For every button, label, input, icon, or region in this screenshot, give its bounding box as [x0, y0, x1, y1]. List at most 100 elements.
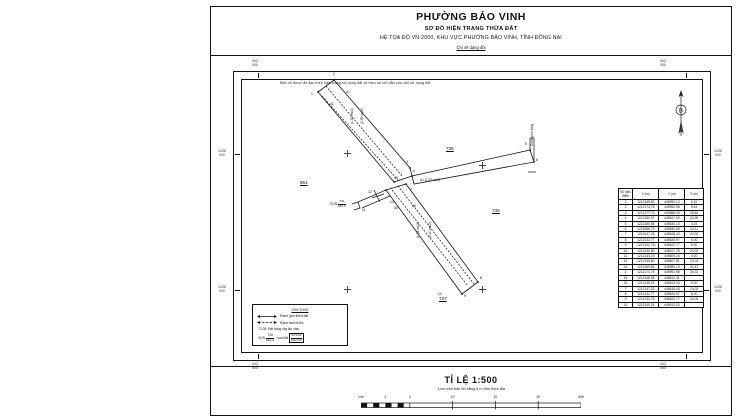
cell-y: 445617.78: [658, 247, 686, 255]
frame-tick: [258, 73, 259, 78]
cell-y: 445990.13: [658, 198, 686, 206]
page-title: PHƯỜNG BẢO VINH: [416, 11, 526, 23]
cell-x: 1212173.78: [632, 269, 660, 276]
point-number-5: 5: [525, 142, 527, 146]
footer-divider: [211, 366, 731, 367]
cell-x: 1212130.80: [632, 247, 660, 255]
grid-cross-mark: [479, 286, 486, 293]
legend-label-boundary-split: Ranh tách thửa: [280, 320, 304, 325]
document-subtitle-3: Chi vẽ dạng đôi: [456, 45, 486, 50]
cell-s: 4.03: [684, 220, 704, 228]
col-header-y: Y (m): [658, 188, 686, 200]
north-arrow: B: [670, 88, 692, 140]
document-subtitle-2: HỆ TỌA ĐỘ VN-2000, KHU VỰC PHƯỜNG BẢO VI…: [380, 35, 562, 41]
cell-x: 1212177.73: [632, 209, 660, 217]
cell-y: 445992.98: [658, 204, 686, 211]
cell-y: 445640.59: [658, 225, 686, 233]
boundary-split-icon: [257, 320, 277, 325]
legend-note-gcn: GCN 734 642,4 : Loại đất Số thửa Diện tí…: [258, 333, 347, 344]
cell-s: 24.02: [684, 285, 704, 292]
point-number-13: 13: [394, 176, 398, 180]
document-subtitle-1: SƠ ĐỒ HIỆN TRẠNG THỬA ĐẤT: [424, 26, 518, 32]
parcel-label-736: 736: [492, 208, 500, 213]
grid-cross-mark: [344, 286, 351, 293]
grid-cross-mark: [479, 162, 486, 169]
point-number-11: 11: [362, 208, 366, 212]
point-number-10: 10: [438, 292, 442, 296]
area-label-a4: (1,20 mx2): [428, 222, 432, 239]
scale-tick-label: 30: [536, 395, 540, 399]
cell-x: 1212145.80: [632, 258, 660, 265]
document-header: PHƯỜNG BẢO VINH SƠ ĐỒ HIỆN TRẠNG THỬA ĐẤ…: [211, 11, 731, 52]
cell-s: 24.47: [684, 263, 704, 271]
legend-gcn-box: Số thửa Diện tích: [288, 333, 304, 344]
cell-y: 445626.97: [658, 290, 686, 298]
point-number-3: 3: [406, 160, 408, 164]
frame-tick: [686, 354, 687, 359]
cell-x: 1212169.83: [632, 198, 660, 206]
boundary-parcel-icon: [257, 314, 277, 319]
cell-s: 5.00: [684, 236, 704, 244]
cell-x: 1212147.23: [632, 231, 660, 238]
cell-x: 1212132.78: [632, 242, 660, 249]
frame-tick: [235, 154, 240, 155]
gcn-area: 642,4: [337, 203, 346, 208]
cell-x: 1212056.79: [632, 225, 660, 233]
cell-s: 24.03: [684, 258, 704, 265]
cell-y: 445613.03: [658, 301, 686, 309]
frame-tick: [704, 290, 709, 291]
survey-note: Bản vẽ được đo đạc theo hiện trạng sử dụ…: [280, 81, 431, 85]
point-number-2: 2: [333, 72, 335, 76]
col-header-s: S (m): [684, 188, 704, 200]
scale-tick-label: 20: [493, 395, 498, 399]
cell-s: 24.03: [684, 296, 704, 303]
cell-s: 4.00: [684, 253, 704, 260]
document-frame: PHƯỜNG BẢO VINH SƠ ĐỒ HIỆN TRẠNG THỬA ĐẤ…: [210, 6, 732, 416]
cell-y: 445618.43: [658, 285, 686, 292]
gcn-prefix: GCN: [330, 201, 338, 206]
parcel-label-735: 735: [446, 146, 454, 151]
cell-y: 445612.41: [658, 274, 686, 282]
cell-x: 1212143.23: [632, 253, 660, 260]
legend-note-landuse: -TL39, Đất trồng cây lâu năm: [258, 327, 300, 331]
legend-box: GHI CHÚ Ranh giới thửa đất: [252, 304, 348, 346]
point-number-7: 7: [410, 188, 412, 192]
dimension-note: A1 (1,57 mx2): [420, 178, 441, 182]
cell-y: 445622.77: [658, 296, 686, 303]
frame-tick: [258, 354, 259, 359]
legend-gcn-parcel: 734: [265, 333, 274, 339]
cell-s: 28.62: [684, 209, 704, 217]
cell-s: 5.00: [684, 242, 704, 249]
scale-section: TỈ LỆ 1:500 1 cm trên bản đồ bằng 5 m tr…: [211, 375, 731, 411]
legend-gcn-prefix: GCN: [258, 335, 266, 340]
frame-tick: [704, 154, 709, 155]
legend-row-boundary-parcel: Ranh giới thửa đất: [257, 314, 347, 319]
scale-tick-label: 5: [384, 395, 387, 399]
scale-tick-label: 10m: [357, 395, 365, 399]
parcel-label-661: 661: [300, 180, 308, 185]
area-label-a1: (1,53 mx2): [350, 108, 354, 125]
scale-title: TỈ LỆ 1:500: [444, 375, 498, 385]
point-number-14: 14: [390, 200, 394, 204]
cell-stt: 14: [617, 301, 634, 309]
cell-x: 1212132.77: [632, 236, 660, 244]
cell-s: 5.32: [684, 198, 704, 206]
legend-label-boundary-parcel: Ranh giới thửa đất: [280, 314, 309, 318]
cell-s: 24.11: [684, 225, 704, 233]
